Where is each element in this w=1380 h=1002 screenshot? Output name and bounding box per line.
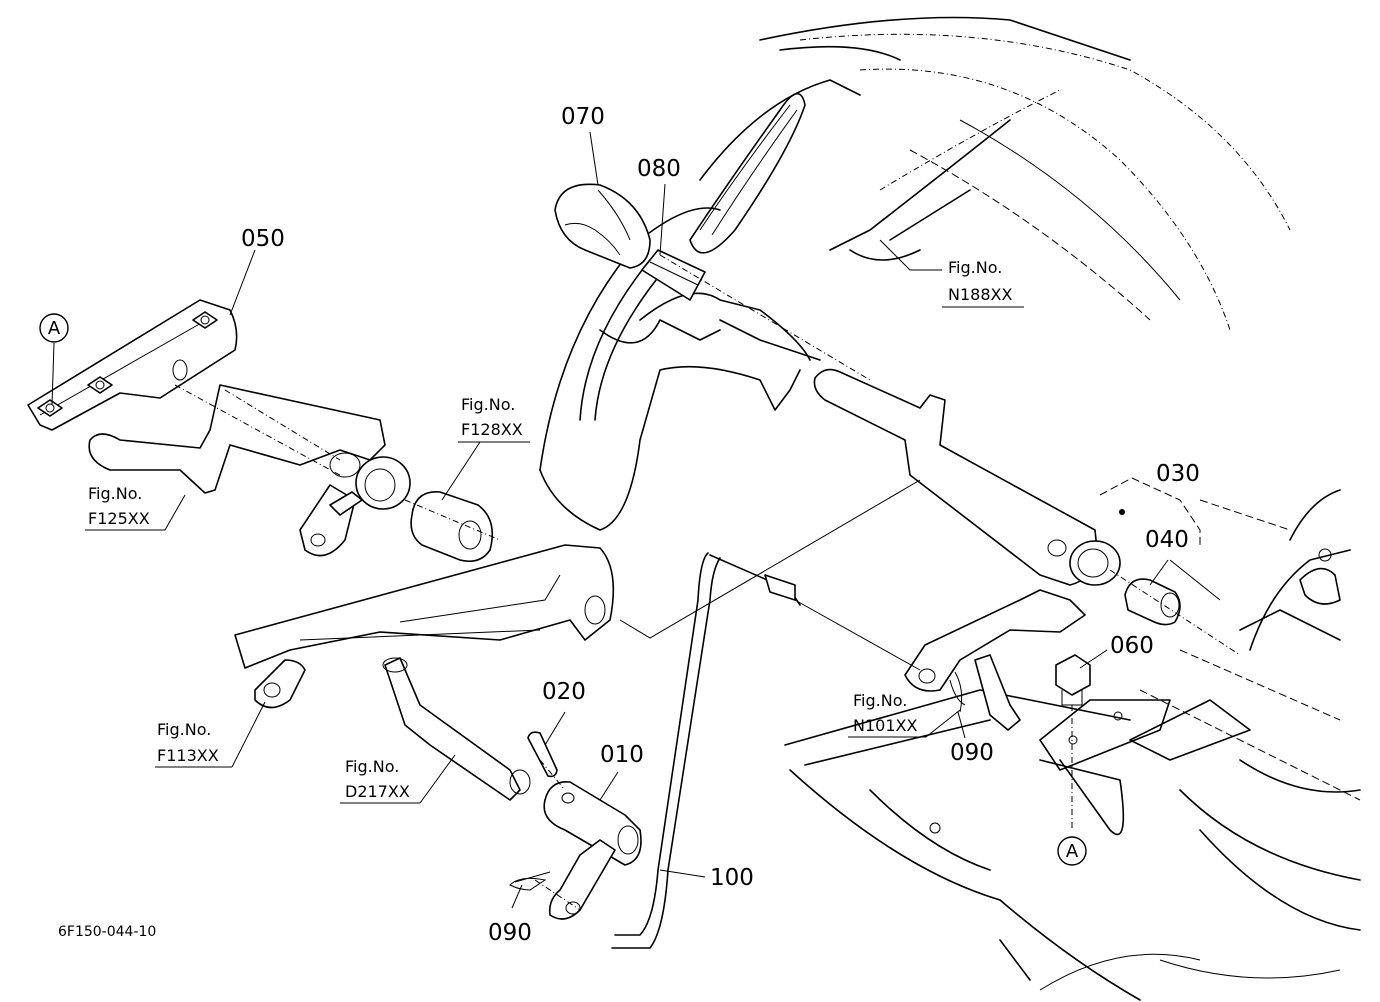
snap-pin-lower <box>509 871 551 891</box>
bracket-050 <box>27 299 238 431</box>
label-040: 040 <box>1145 527 1189 553</box>
figref-f113-prefix: Fig.No. <box>157 720 211 739</box>
label-090-upper: 090 <box>950 740 994 766</box>
marker-a-right: A <box>1057 836 1087 866</box>
marker-a-left: A <box>39 313 69 343</box>
figref-f128-code: F128XX <box>461 420 523 439</box>
leader-lines <box>51 131 1201 909</box>
joint-010 <box>543 781 642 920</box>
figref-n101-code: N101XX <box>853 716 917 735</box>
figref-f128-prefix: Fig.No. <box>461 395 515 414</box>
bush-040 <box>1124 578 1181 626</box>
figref-d217-code: D217XX <box>345 782 410 801</box>
label-050: 050 <box>241 226 285 252</box>
collar-080 <box>641 249 706 301</box>
pin-020 <box>527 731 558 778</box>
label-060: 060 <box>1110 633 1154 659</box>
figref-d217-prefix: Fig.No. <box>345 757 399 776</box>
label-030: 030 <box>1156 461 1200 487</box>
snap-pin-upper <box>949 671 966 713</box>
figref-n188-code: N188XX <box>948 285 1012 304</box>
figref-f113-code: F113XX <box>157 746 219 765</box>
bush-f128 <box>410 491 494 563</box>
bolt-060 <box>1055 654 1091 706</box>
label-070: 070 <box>561 104 605 130</box>
lever-shaft <box>813 368 1125 731</box>
knob-070 <box>554 183 651 269</box>
label-080: 080 <box>637 156 681 182</box>
label-100: 100 <box>710 865 754 891</box>
label-090-lower: 090 <box>488 920 532 946</box>
pin-d217 <box>382 657 531 801</box>
drawing-code: 6F150-044-10 <box>58 924 156 940</box>
floor-frame <box>784 489 1361 1001</box>
label-020: 020 <box>542 679 586 705</box>
rod-100 <box>611 552 801 949</box>
label-010: 010 <box>600 742 644 768</box>
marker-a-left-text: A <box>48 318 61 339</box>
figref-f125-prefix: Fig.No. <box>88 484 142 503</box>
figref-n188-prefix: Fig.No. <box>948 258 1002 277</box>
pedal-arm <box>234 544 615 709</box>
pivot-bracket <box>88 384 411 557</box>
figref-n101-prefix: Fig.No. <box>853 691 907 710</box>
marker-a-right-text: A <box>1066 841 1079 862</box>
figref-f125-code: F125XX <box>88 509 150 528</box>
fender-outline <box>539 16 1291 531</box>
